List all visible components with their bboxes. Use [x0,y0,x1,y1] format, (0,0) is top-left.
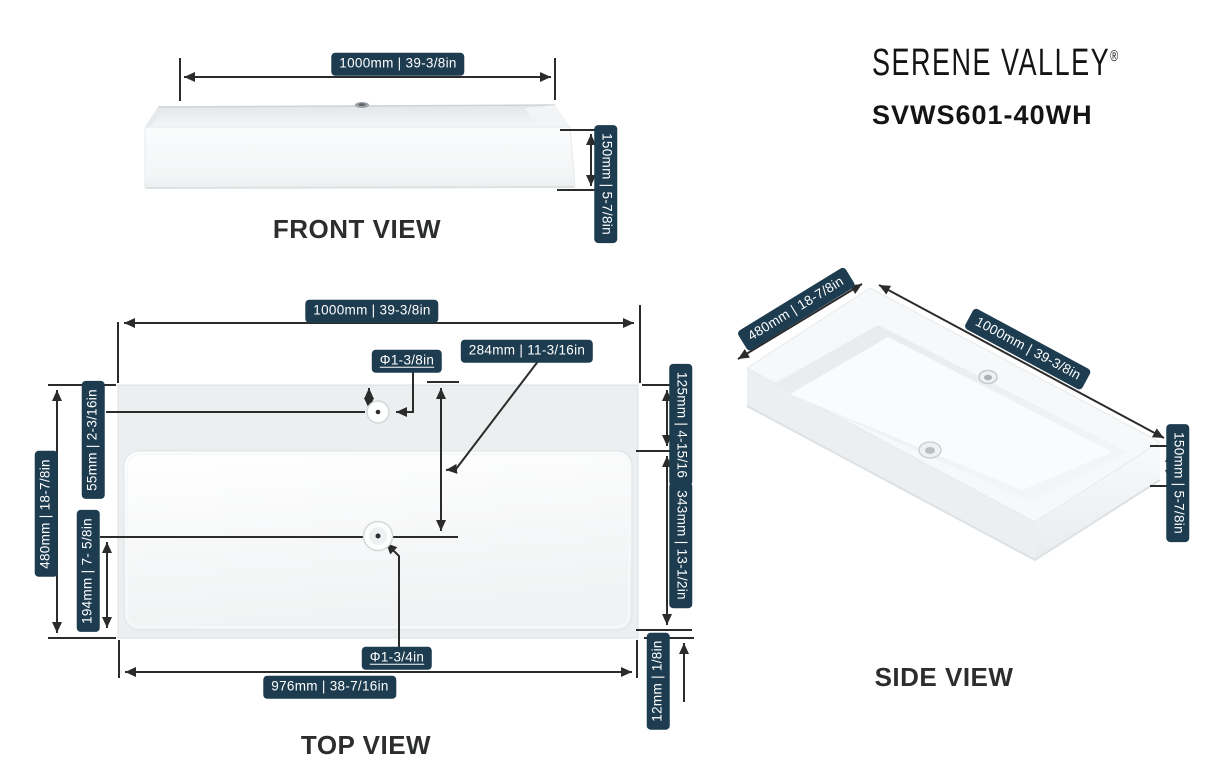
dim-drain-hole-diameter-badge: Φ1-3/4in [361,646,433,670]
dim-inner-width-badge: 976mm | 38-7/16in [263,675,397,699]
product-model: SVWS601-40WH [872,100,1093,130]
dim-faucet-hole-diameter-badge: Φ1-3/8in [371,349,443,373]
registered-mark: ® [1110,48,1119,66]
dim-wall-thickness-badge: 12mm | 1/8in [646,632,670,730]
side-view-sink [746,287,1161,562]
dim-front-height-badge: 150mm | 5-7/8in [594,125,618,243]
dim-top-depth-badge: 480mm | 18-7/8in [34,451,58,577]
top-view-holes [362,400,394,552]
brand-logo: SERENE VALLEY® [872,41,1119,84]
dim-front-width-badge: 1000mm | 39-3/8in [331,52,465,76]
top-view-title: TOP VIEW [300,730,432,760]
front-view-sink [144,102,576,189]
dim-drain-from-back-badge: 284mm | 11-3/16in [460,339,594,363]
dim-drain-to-front-badge: 194mm | 7- 5/8in [76,510,100,632]
dim-basin-length-badge: 343mm | 13-1/2in [669,482,693,608]
brand-block: SERENE VALLEY® SVWS601-40WH [872,43,1118,128]
side-view-title: SIDE VIEW [874,662,1014,692]
front-view-dimension-lines [179,58,599,191]
dim-top-width-badge: 1000mm | 39-3/8in [305,299,439,323]
front-view-title: FRONT VIEW [272,214,442,244]
dim-faucet-offset-badge: 55mm | 2-3/16in [81,381,105,499]
brand-name: SERENE VALLEY [872,41,1111,84]
dim-back-deck-badge: 125mm | 4-15/16 [669,363,693,487]
dim-side-height-badge: 150mm | 5-7/8in [1166,424,1190,542]
